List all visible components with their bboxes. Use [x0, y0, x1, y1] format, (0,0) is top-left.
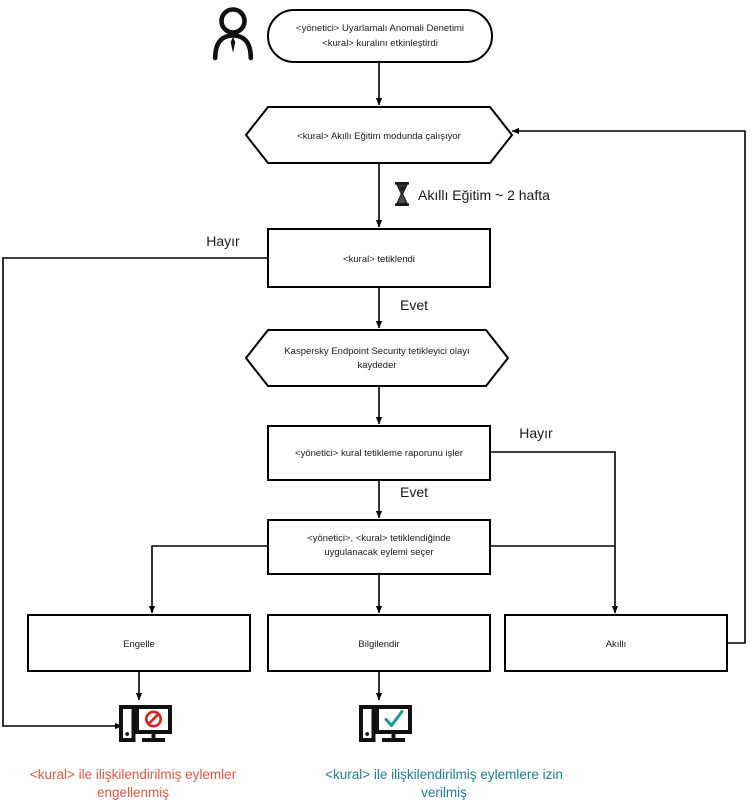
node-kes-logs-line2: kaydeder — [357, 360, 396, 371]
node-inform[interactable] — [267, 614, 491, 672]
node-smart-label: Akıllı — [606, 639, 627, 650]
node-smart-training-label: <kural> Akıllı Eğitim modunda çalışıyor — [297, 131, 461, 142]
node-smart-training[interactable] — [244, 106, 514, 164]
node-admin-processes-label: <yönetici> kural tetikleme raporunu işle… — [295, 448, 463, 459]
node-start[interactable] — [267, 9, 493, 63]
edge-label-yes-1: Evet — [400, 297, 428, 313]
node-admin-selects[interactable] — [267, 519, 491, 575]
outcome-blocked-line2: engellenmiş — [97, 785, 169, 800]
edge-label-no-1: Hayır — [206, 233, 240, 249]
node-inform-label: Bilgilendir — [358, 639, 399, 650]
node-start-line2: <kural> kuralını etkinleştirdi — [322, 38, 438, 49]
node-admin-selects-line2: uygulanacak eylemi seçer — [324, 547, 433, 558]
node-kes-logs[interactable] — [244, 329, 510, 387]
outcome-allowed-line1: <kural> ile ilişkilendirilmiş eylemlere … — [325, 767, 563, 782]
edge-label-no-2: Hayır — [519, 425, 553, 441]
outcome-allowed-line2: verilmiş — [421, 785, 467, 800]
node-start-line1: <yönetici> Uyarlamalı Anomali Denetimi — [296, 23, 464, 34]
node-rule-triggered[interactable] — [267, 228, 491, 288]
timer-label: Akıllı Eğitim ~ 2 hafta — [418, 187, 550, 203]
node-kes-logs-line1: Kaspersky Endpoint Security tetikleyici … — [284, 346, 469, 357]
outcome-blocked-line1: <kural> ile ilişkilendirilmiş eylemler — [30, 767, 237, 782]
node-smart[interactable] — [504, 614, 728, 672]
edge-admin-selects-to-block — [148, 545, 268, 614]
edge-admin-processes-no — [490, 451, 619, 614]
computer-allowed-icon — [359, 705, 412, 742]
node-admin-processes[interactable] — [267, 425, 491, 481]
edge-smart-loopback — [511, 127, 746, 644]
hourglass-icon — [395, 182, 409, 206]
computer-blocked-icon — [119, 705, 172, 742]
person-icon — [212, 7, 254, 61]
edge-label-yes-2: Evet — [400, 484, 428, 500]
node-admin-selects-line1: <yönetici>, <kural> tetiklendiğinde — [307, 533, 451, 544]
edge-rule-triggered-no — [2, 257, 268, 730]
node-block-label: Engelle — [123, 639, 155, 650]
node-block[interactable] — [27, 614, 251, 672]
node-rule-triggered-label: <kural> tetiklendi — [343, 254, 415, 265]
